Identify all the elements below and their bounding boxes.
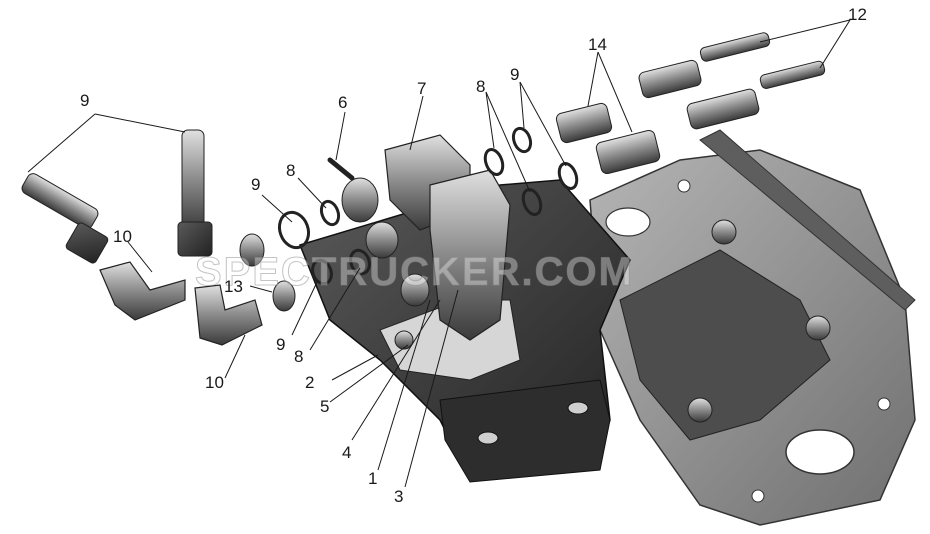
callout-5: 5 xyxy=(320,397,329,416)
callout-10: 10 xyxy=(113,227,132,246)
elbow-fitting-10-upper xyxy=(99,261,186,321)
callout-10: 10 xyxy=(205,373,224,392)
bolt-head xyxy=(687,397,713,423)
plate-hole-small xyxy=(677,179,691,193)
fitting-11-lower xyxy=(686,60,826,130)
mounting-plate xyxy=(589,129,916,526)
plate-hole-large xyxy=(785,429,855,475)
bolt-head xyxy=(805,315,831,341)
plate-hole-upper xyxy=(605,207,651,237)
callout-11: 12 xyxy=(848,5,867,24)
valve-body xyxy=(327,134,511,350)
callout-6: 6 xyxy=(338,93,347,112)
callout-8: 8 xyxy=(294,347,303,366)
plate-hole-small xyxy=(877,397,891,411)
callout-9: 9 xyxy=(251,175,260,194)
callout-9: 9 xyxy=(276,335,285,354)
elbow-fitting-10-lower xyxy=(194,284,263,346)
watermark: SPECTRUCKER.COM xyxy=(195,250,634,294)
fitting-14-lower xyxy=(595,129,661,175)
callout-13: 13 xyxy=(224,277,243,296)
seal-rings xyxy=(277,126,579,286)
callout-12: 9 xyxy=(80,91,89,110)
small-plug xyxy=(394,330,414,350)
leader-lines xyxy=(27,19,851,488)
plate-hole-small xyxy=(751,489,765,503)
callout-9: 9 xyxy=(510,65,519,84)
callout-3: 3 xyxy=(394,487,403,506)
callout-1: 1 xyxy=(368,469,377,488)
callout-2: 2 xyxy=(305,373,314,392)
callout-8: 8 xyxy=(476,77,485,96)
stud-bolt xyxy=(327,157,355,181)
fitting-11-upper xyxy=(638,32,771,99)
fitting-14-upper xyxy=(555,102,613,144)
callouts: 9 10 10 13 9 8 9 8 6 7 8 9 14 12 2 5 4 1… xyxy=(80,5,867,506)
callout-14: 14 xyxy=(588,35,607,54)
bolt-head xyxy=(711,219,737,245)
fitting-12 xyxy=(21,129,213,264)
callout-4: 4 xyxy=(342,443,351,462)
callout-8: 8 xyxy=(286,161,295,180)
washers-13 xyxy=(239,233,296,312)
callout-7: 7 xyxy=(417,79,426,98)
